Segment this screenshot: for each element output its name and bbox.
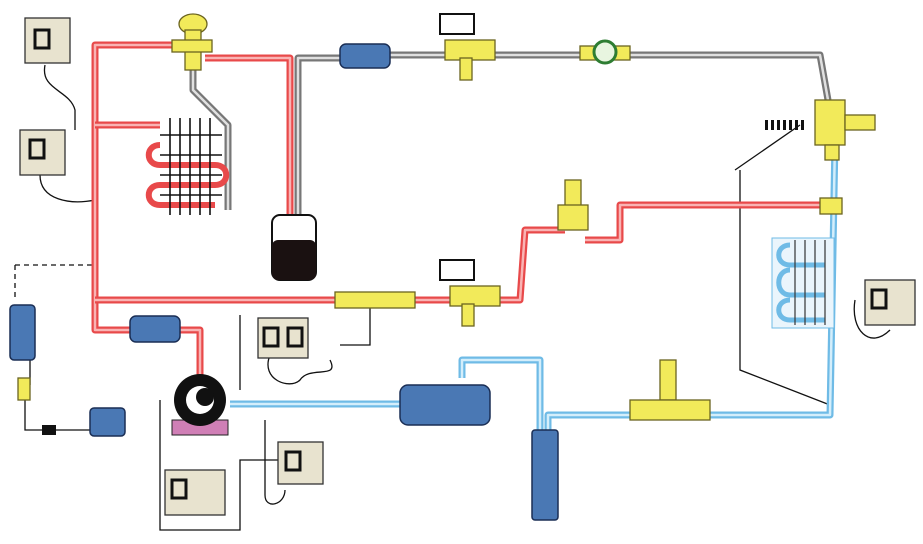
discharge-line (91, 41, 830, 380)
solenoid-valve-hot-gas (439, 259, 501, 327)
evaporator-coil (771, 237, 835, 329)
pressure-regulator (557, 179, 589, 231)
shell-tube-condenser (399, 384, 491, 426)
expansion-valve-top (171, 13, 213, 71)
thermostat (277, 441, 324, 485)
solenoid-valve-liquid (439, 13, 496, 81)
compressor (171, 374, 229, 436)
liquid-receiver (271, 214, 317, 281)
thermostatic-expansion-valve (765, 99, 876, 161)
dual-pressure-control (257, 317, 309, 359)
sight-glass (579, 39, 631, 65)
check-valve (334, 291, 416, 309)
suction-line (230, 139, 839, 430)
discharge-muffler (129, 315, 181, 343)
control-wiring (14, 64, 891, 531)
condenser-coil (145, 118, 230, 215)
oil-pressure-control (164, 469, 226, 516)
filter-drier-left (9, 304, 36, 361)
temperature-control (864, 279, 916, 326)
pressure-switch (24, 17, 71, 64)
filter-drier-liquid (339, 43, 391, 69)
service-valve (17, 377, 31, 401)
suction-pressure-valve (629, 359, 711, 421)
suction-accumulator (531, 429, 559, 521)
sensor-bulb (42, 425, 56, 435)
oil-separator (89, 407, 126, 437)
tee-fitting (819, 197, 843, 215)
pressure-switch (19, 129, 66, 176)
